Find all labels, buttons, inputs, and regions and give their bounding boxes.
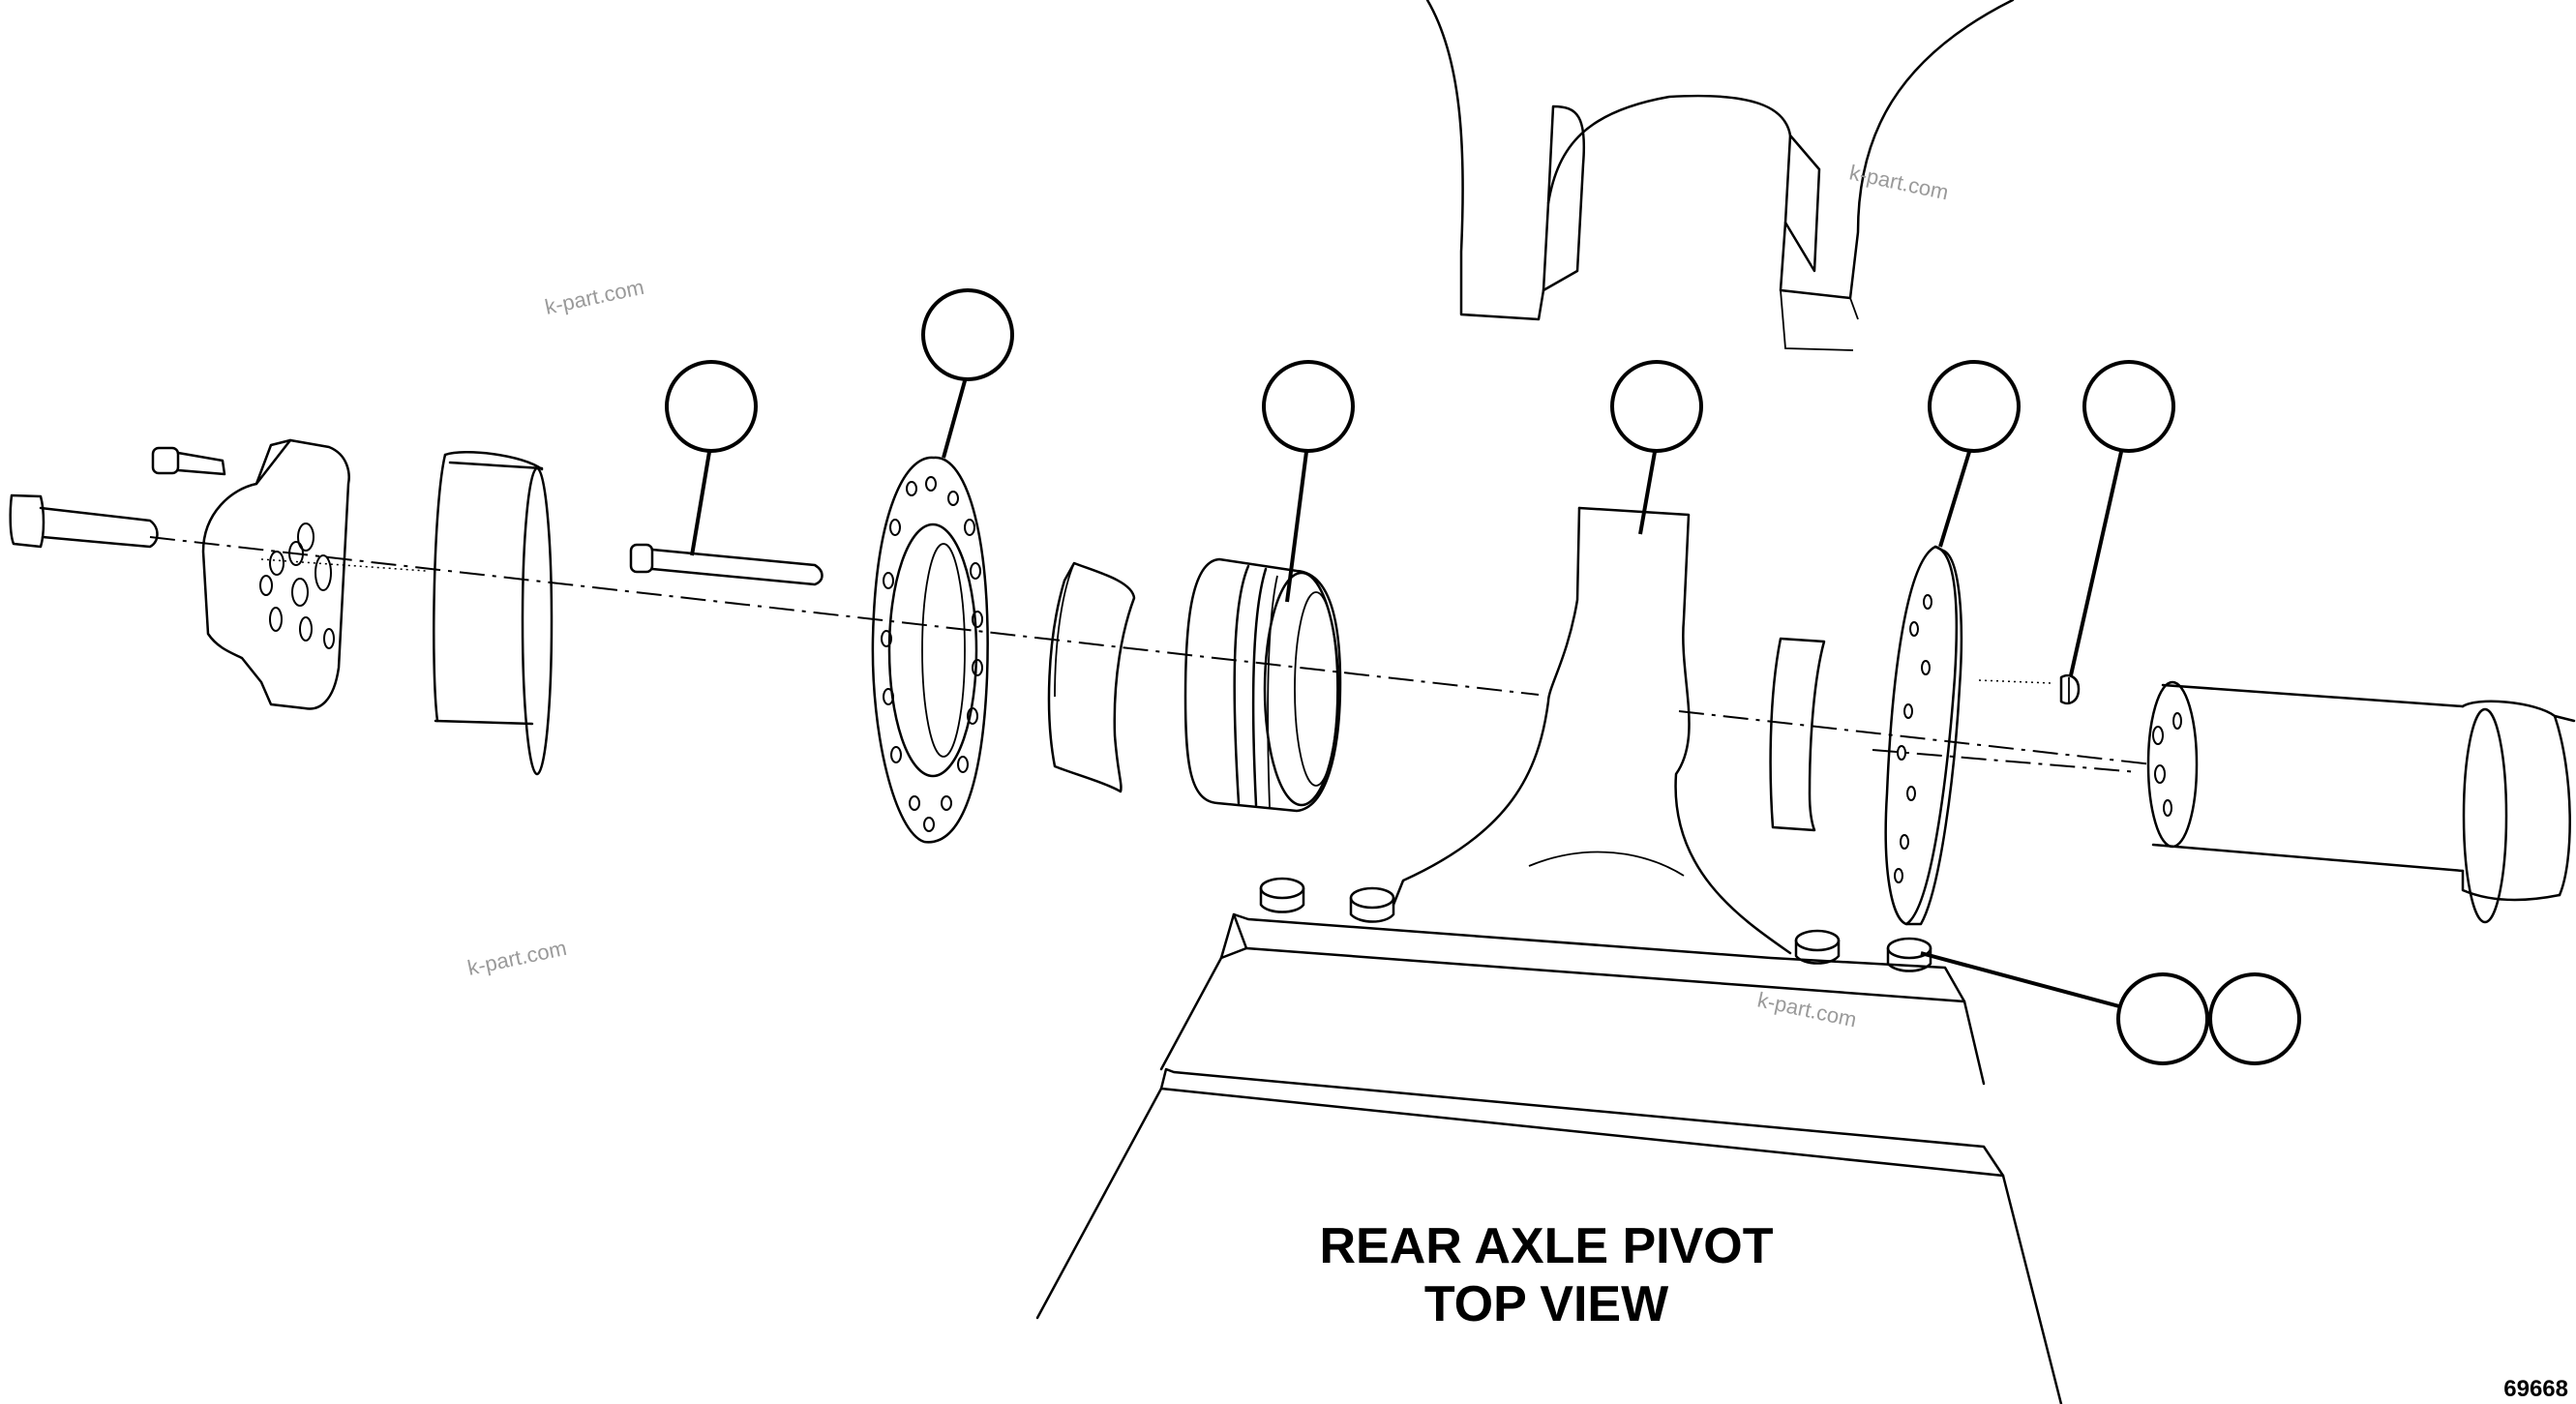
callout-8 bbox=[2208, 972, 2301, 1065]
grease-fitting bbox=[2059, 673, 2081, 705]
flange-cap bbox=[201, 438, 350, 710]
pivot-pin bbox=[2146, 680, 2576, 924]
spacer-sleeve bbox=[433, 451, 554, 776]
seal-ring bbox=[1769, 637, 1826, 832]
retaining-pin bbox=[629, 543, 824, 586]
cap-screw-short bbox=[151, 446, 226, 476]
shim-holes bbox=[1894, 594, 1932, 883]
callout-7 bbox=[2116, 972, 2209, 1065]
shim-plate bbox=[1884, 545, 1963, 926]
callout-1 bbox=[665, 360, 758, 453]
washer-bolt-holes bbox=[881, 476, 983, 832]
callout-6 bbox=[2082, 360, 2175, 453]
watermark-text: k-part.com bbox=[1847, 160, 1951, 204]
figure-number: 69668 bbox=[2503, 1376, 2568, 1402]
watermark-text: k-part.com bbox=[543, 275, 646, 319]
assembly-axis bbox=[149, 536, 2154, 773]
callout-2 bbox=[921, 288, 1014, 381]
diagram-title: REAR AXLE PIVOT bbox=[1319, 1218, 1773, 1274]
bearing-cup bbox=[1183, 557, 1342, 813]
watermarks: k-part.com k-part.com k-part.com k-part.… bbox=[465, 160, 1951, 1031]
cap-screw-long bbox=[9, 493, 159, 549]
diagram-subtitle: TOP VIEW bbox=[1424, 1276, 1669, 1332]
axle-housing bbox=[1035, 506, 2063, 1404]
watermark-text: k-part.com bbox=[1755, 987, 1859, 1031]
bearing-cone bbox=[1047, 561, 1136, 793]
callout-4 bbox=[1610, 360, 1703, 453]
callout-leaders bbox=[690, 376, 2123, 1008]
callout-3 bbox=[1262, 360, 1355, 453]
thrust-washer bbox=[871, 456, 989, 844]
housing-bolts bbox=[1259, 877, 1932, 972]
watermark-text: k-part.com bbox=[465, 936, 569, 980]
yoke-bracket bbox=[1425, 0, 2015, 351]
callout-5 bbox=[1928, 360, 2021, 453]
